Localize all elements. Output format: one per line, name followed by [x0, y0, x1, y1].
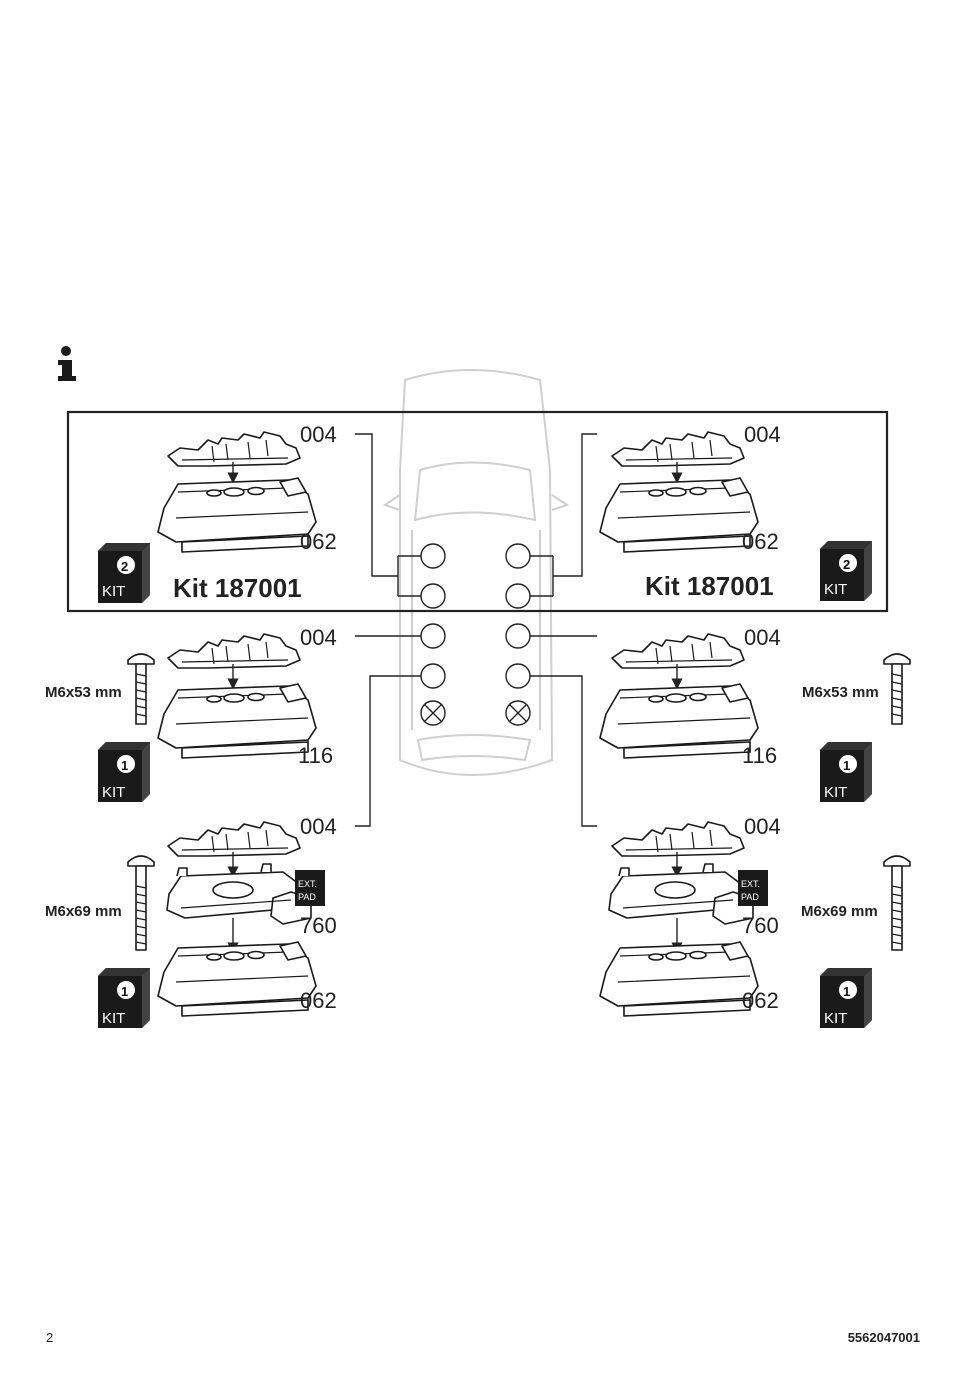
kit-bottom-right: EXT. PAD 004 760 062 M6x69 mm 1 KIT: [599, 814, 911, 1028]
kit-1-badge: 1 KIT: [98, 968, 150, 1028]
svg-text:EXT.: EXT.: [741, 879, 760, 889]
position-left-1: [420, 543, 446, 569]
screw-label-m6x69: M6x69 mm: [801, 903, 878, 920]
kit-1-badge: 1 KIT: [820, 742, 872, 802]
part-number-004: 004: [300, 814, 337, 839]
kit-title-left: Kit 187001: [173, 573, 302, 603]
cross-circle-icon: [505, 700, 531, 726]
svg-text:PAD: PAD: [741, 892, 759, 902]
svg-text:EXT.: EXT.: [298, 879, 317, 889]
part-number-116: 116: [742, 743, 777, 768]
screw-label-m6x53: M6x53 mm: [802, 684, 879, 701]
kit-top-right: 004 062 Kit 187001 2 KIT: [599, 422, 872, 601]
part-number-062: 062: [300, 988, 337, 1013]
leader-lines: [355, 433, 597, 827]
part-number-062: 062: [742, 529, 779, 554]
svg-text:1: 1: [843, 758, 850, 773]
svg-text:KIT: KIT: [102, 784, 125, 801]
position-right-4: [505, 663, 531, 689]
screw-m6x69: [127, 855, 155, 951]
kit-middle-right: 004 116 M6x53 mm 1 KIT: [599, 625, 911, 802]
position-right-2: [505, 583, 531, 609]
kit-2-badge: 2 KIT: [98, 543, 150, 603]
part-number-004: 004: [300, 422, 337, 447]
svg-text:1: 1: [121, 758, 128, 773]
position-right-3: [505, 623, 531, 649]
screw-m6x69: [883, 855, 911, 951]
part-number-062: 062: [300, 529, 337, 554]
part-number-062: 062: [742, 988, 779, 1013]
kit-title-right: Kit 187001: [645, 571, 774, 601]
kit-top-left: 004 062 2 KIT Kit 187001: [98, 422, 337, 603]
svg-text:1: 1: [843, 984, 850, 999]
position-right-1: [505, 543, 531, 569]
part-number-760: 760: [742, 913, 779, 938]
svg-text:PAD: PAD: [298, 892, 316, 902]
part-number-760: 760: [300, 913, 337, 938]
kit-187001-frame: [66, 410, 889, 613]
part-number-004: 004: [744, 625, 781, 650]
position-left-3: [420, 623, 446, 649]
page-number: 2: [46, 1330, 53, 1345]
position-left-4: [420, 663, 446, 689]
part-number-004: 004: [744, 814, 781, 839]
kit-2-badge: 2 KIT: [820, 541, 872, 601]
svg-text:KIT: KIT: [102, 1010, 125, 1027]
svg-text:1: 1: [121, 984, 128, 999]
svg-text:KIT: KIT: [824, 784, 847, 801]
screw-label-m6x69: M6x69 mm: [45, 903, 122, 920]
info-icon: [58, 346, 76, 381]
svg-text:KIT: KIT: [824, 581, 847, 598]
kit-bottom-left: EXT. PAD 004 760 062 M6x69 mm 1 KIT: [45, 814, 337, 1028]
position-left-2: [420, 583, 446, 609]
kit-middle-left: 004 116 M6x53 mm 1 KIT: [45, 625, 337, 802]
car-outline: [382, 369, 570, 776]
svg-text:2: 2: [121, 559, 128, 574]
document-number: 5562047001: [848, 1330, 920, 1345]
screw-label-m6x53: M6x53 mm: [45, 684, 122, 701]
cross-circle-icon: [420, 700, 446, 726]
svg-text:KIT: KIT: [824, 1010, 847, 1027]
mounting-positions: [420, 543, 531, 726]
ext-pad-badge: EXT. PAD: [738, 870, 768, 906]
screw-m6x53: [127, 653, 155, 725]
kit-1-badge: 1 KIT: [820, 968, 872, 1028]
part-number-004: 004: [744, 422, 781, 447]
svg-text:2: 2: [843, 557, 850, 572]
part-number-004: 004: [300, 625, 337, 650]
kit-1-badge: 1 KIT: [98, 742, 150, 802]
svg-text:KIT: KIT: [102, 583, 125, 600]
part-number-116: 116: [298, 743, 333, 768]
screw-m6x53: [883, 653, 911, 725]
ext-pad-badge: EXT. PAD: [295, 870, 325, 906]
